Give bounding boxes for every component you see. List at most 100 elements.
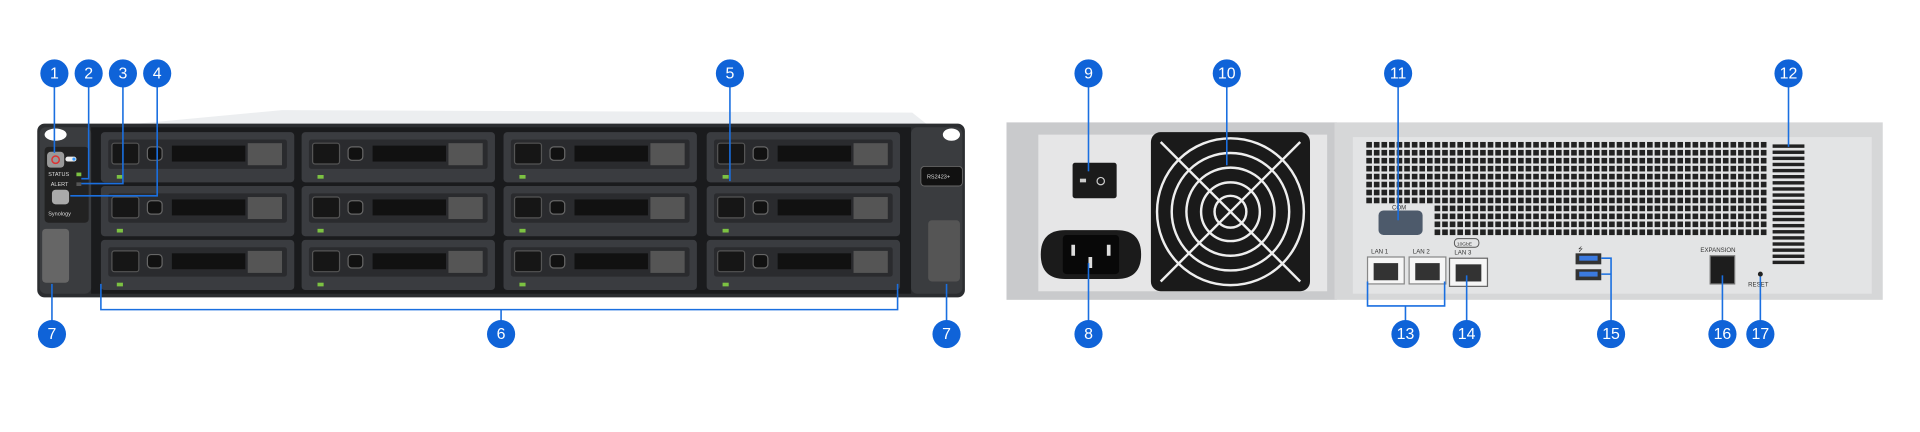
fan [1150, 132, 1311, 292]
vent-hole [1654, 213, 1661, 220]
vent-hole [1631, 205, 1638, 212]
vent-hole [1434, 149, 1441, 156]
vent-hole [1624, 165, 1630, 172]
vent-hole [1533, 165, 1539, 172]
drive-bay[interactable] [503, 186, 697, 237]
vent-hole [1631, 165, 1638, 172]
vent-hole [1449, 189, 1456, 196]
vent-hole [1480, 165, 1486, 172]
drive-tray-lock[interactable] [717, 250, 746, 273]
vent-hole [1753, 189, 1759, 196]
vent-hole [1442, 221, 1448, 228]
vent-hole [1715, 205, 1721, 212]
side-vent-slot [1772, 187, 1805, 191]
vent-hole [1700, 221, 1706, 228]
vent-hole [1464, 229, 1471, 236]
vent-hole [1419, 189, 1426, 196]
callout-13: 13 [1391, 320, 1420, 349]
vent-hole [1419, 157, 1426, 164]
vent-hole [1700, 141, 1706, 148]
drive-bay[interactable] [503, 132, 697, 183]
reset-button[interactable] [1757, 271, 1763, 277]
vent-hole [1404, 181, 1410, 188]
vent-hole [1654, 197, 1661, 204]
drive-bay[interactable] [100, 186, 295, 237]
side-vent-slot [1772, 223, 1805, 228]
vent-hole [1533, 213, 1539, 220]
vent-hole [1427, 157, 1433, 164]
vent-hole [1745, 141, 1752, 148]
drive-bay[interactable] [706, 239, 901, 291]
drive-tray-lock[interactable] [111, 142, 140, 165]
power-switch[interactable] [1072, 162, 1117, 199]
drive-tray-lock[interactable] [312, 250, 341, 273]
drive-bay[interactable] [503, 239, 697, 291]
vent-hole [1464, 149, 1471, 156]
drive-tray-lock[interactable] [513, 250, 543, 273]
vent-hole [1624, 149, 1630, 156]
vent-hole [1722, 189, 1729, 196]
vent-hole [1662, 205, 1668, 212]
right-handle[interactable] [928, 220, 960, 282]
vent-hole [1510, 205, 1517, 212]
vent-hole [1533, 205, 1539, 212]
vent-hole [1677, 149, 1684, 156]
vent-hole [1692, 141, 1699, 148]
vent-hole [1563, 157, 1570, 164]
vent-hole [1411, 157, 1418, 164]
vent-hole [1760, 197, 1767, 204]
vent-hole [1480, 205, 1486, 212]
power-button[interactable] [47, 151, 65, 168]
vent-hole [1624, 221, 1630, 228]
vent-hole [1593, 205, 1600, 212]
beep-off-button[interactable] [51, 189, 70, 205]
vent-hole [1449, 205, 1456, 212]
drive-tray-lock[interactable] [717, 196, 746, 219]
vent-hole [1487, 141, 1494, 148]
vent-hole [1434, 157, 1441, 164]
vent-hole [1389, 181, 1395, 188]
vent-hole [1707, 197, 1714, 204]
drive-bay[interactable] [100, 132, 295, 183]
vent-hole [1647, 229, 1653, 236]
vent-hole [1593, 157, 1600, 164]
drive-bay[interactable] [706, 186, 901, 237]
vent-hole [1396, 141, 1403, 148]
vent-hole [1669, 213, 1676, 220]
vent-hole [1518, 229, 1524, 236]
callout-number: 2 [84, 66, 93, 83]
drive-tray-lock[interactable] [513, 196, 543, 219]
vent-hole [1707, 141, 1714, 148]
vent-hole [1631, 229, 1638, 236]
drive-tray-lock[interactable] [513, 142, 543, 165]
drive-bay[interactable] [301, 239, 495, 291]
drive-tray-lock[interactable] [312, 196, 341, 219]
vent-hole [1760, 205, 1767, 212]
drive-bay[interactable] [301, 186, 495, 237]
drive-bay[interactable] [100, 239, 295, 291]
drive-tray-lock[interactable] [111, 250, 140, 273]
drive-tray-lock[interactable] [111, 196, 140, 219]
vent-hole [1442, 173, 1448, 180]
vent-hole [1700, 181, 1706, 188]
vent-hole [1616, 173, 1623, 180]
vent-hole [1427, 189, 1433, 196]
drive-bay[interactable] [706, 132, 901, 183]
drive-bay[interactable] [301, 132, 495, 183]
vent-hole [1525, 205, 1532, 212]
com-port[interactable] [1378, 210, 1423, 235]
vent-hole [1631, 173, 1638, 180]
drive-tray-lock[interactable] [312, 142, 341, 165]
left-handle[interactable] [42, 228, 70, 283]
vent-hole [1464, 213, 1471, 220]
vent-hole [1434, 165, 1441, 172]
vent-hole [1692, 197, 1699, 204]
vent-hole [1609, 181, 1615, 188]
vent-hole [1571, 205, 1577, 212]
vent-hole [1662, 213, 1668, 220]
vent-hole [1442, 157, 1448, 164]
vent-hole [1669, 229, 1676, 236]
vent-hole [1525, 213, 1532, 220]
vent-hole [1616, 205, 1623, 212]
drive-tray-lock[interactable] [717, 142, 746, 165]
